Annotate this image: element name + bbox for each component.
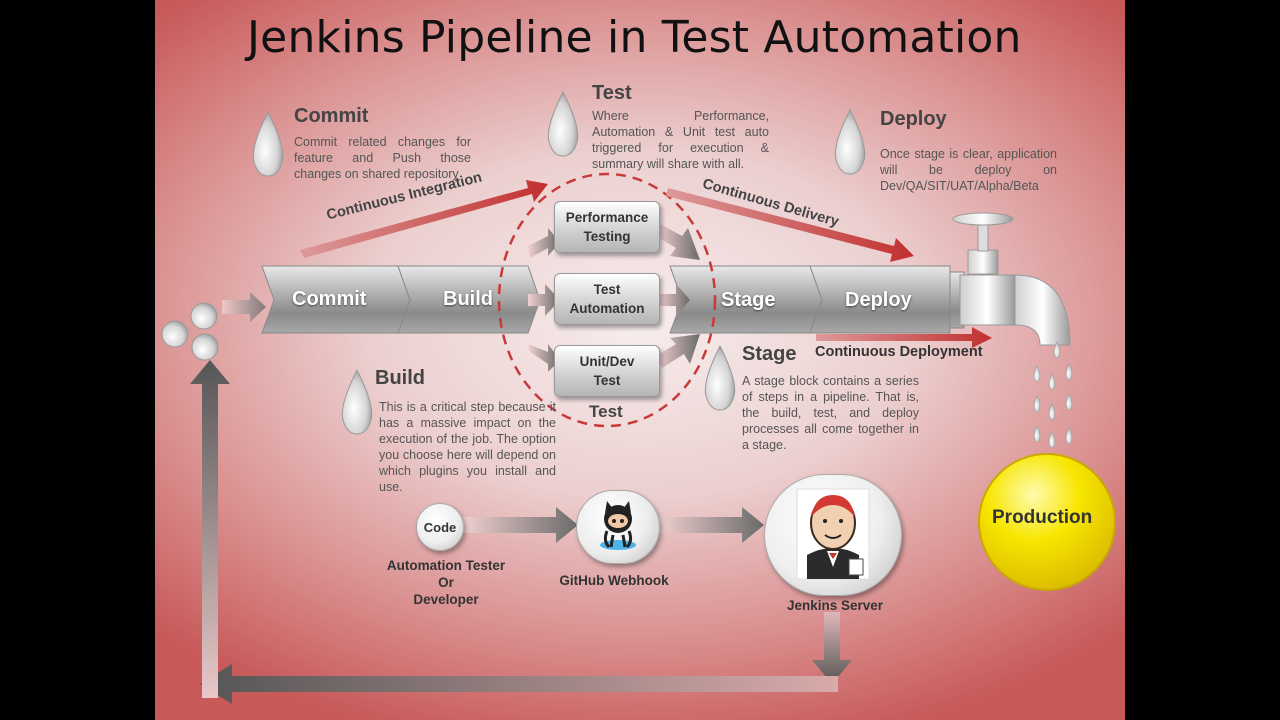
deploy-text: Once stage is clear, application will be…	[880, 147, 1057, 193]
test-box-automation: Test Automation	[554, 273, 660, 325]
production-ball	[978, 453, 1116, 591]
code-circle: Code	[416, 503, 464, 551]
test-heading: Test	[592, 82, 632, 104]
cdep-label: Continuous Deployment	[815, 344, 983, 360]
build-text: This is a critical step because it has a…	[379, 400, 556, 494]
drop-commit-icon	[252, 110, 284, 177]
code-label: Code	[423, 519, 457, 535]
pipeline-stage-build: Build	[443, 288, 493, 310]
water-drops	[1033, 340, 1073, 449]
github-label: GitHub Webhook	[559, 573, 669, 588]
test-box-unit: Unit/Dev Test	[554, 345, 660, 397]
cdep-arrow	[816, 327, 992, 348]
test-box-performance: Performance Testing	[554, 201, 660, 253]
drop-build-icon	[341, 368, 373, 435]
pipeline-stage-stage: Stage	[721, 289, 776, 311]
ci-arrow	[300, 180, 548, 258]
build-heading: Build	[375, 367, 425, 389]
test-group-label: Test	[589, 402, 623, 421]
drop-stage-icon	[704, 344, 736, 411]
jenkins-circle	[764, 474, 902, 596]
jenkins-label: Jenkins Server	[786, 598, 884, 613]
drop-deploy-icon	[834, 108, 866, 175]
input-balls	[161, 302, 219, 361]
faucet-icon	[952, 212, 1071, 346]
page-title: Jenkins Pipeline in Test Automation	[247, 12, 1022, 63]
stage-heading: Stage	[742, 343, 797, 365]
test-group-outline	[497, 172, 717, 428]
test-text: Where Performance, Automation & Unit tes…	[592, 109, 769, 171]
pipeline-stage-commit: Commit	[292, 288, 367, 310]
github-octocat-icon	[600, 501, 636, 550]
commit-heading: Commit	[294, 105, 369, 127]
jenkins-butler-icon	[796, 488, 870, 580]
commit-text: Commit related changes for feature and P…	[294, 135, 471, 181]
pipeline-stage-deploy: Deploy	[845, 289, 912, 311]
stage-text: A stage block contains a series of steps…	[742, 374, 919, 452]
developer-label: Automation Tester Or Developer	[386, 558, 506, 607]
production-label: Production	[992, 507, 1093, 528]
cd-arrow	[666, 188, 914, 262]
github-circle	[576, 490, 660, 564]
deploy-heading: Deploy	[880, 108, 947, 130]
drop-test-icon	[547, 90, 579, 157]
